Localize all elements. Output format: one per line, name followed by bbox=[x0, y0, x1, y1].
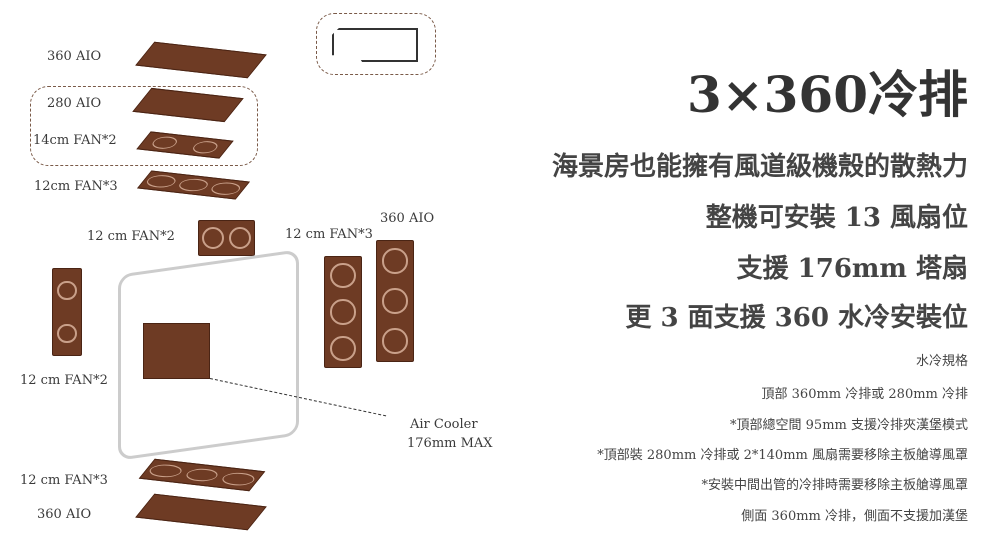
spec-title: 水冷規格 bbox=[915, 354, 968, 369]
label-12cm-fan-left: 12 cm FAN*2 bbox=[20, 373, 108, 388]
spec-line: 頂部 360mm 冷排或 280mm 冷排 bbox=[761, 387, 968, 402]
spec-line: *安裝中間出管的冷排時需要移除主板艙導風罩 bbox=[701, 478, 968, 493]
label-280-aio: 280 AIO bbox=[47, 96, 102, 111]
label-air-cooler-max: 176mm MAX bbox=[407, 436, 493, 451]
label-12cm-fan-side: 12 cm FAN*3 bbox=[285, 227, 373, 242]
air-cooler bbox=[143, 323, 210, 379]
callout-outline bbox=[316, 13, 436, 75]
feature-1: 海景房也能擁有風道級機殼的散熱力 bbox=[551, 152, 968, 182]
feature-4: 更 3 面支援 360 水冷安裝位 bbox=[625, 303, 968, 333]
label-360-aio-side: 360 AIO bbox=[380, 211, 435, 226]
spec-line: *頂部總空間 95mm 支援冷排夾漢堡模式 bbox=[730, 418, 968, 433]
fans-120-top bbox=[137, 170, 250, 200]
fans-120-bottom bbox=[138, 458, 266, 492]
label-12cm-fan-bottom: 12 cm FAN*3 bbox=[20, 473, 108, 488]
label-360-aio-top: 360 AIO bbox=[47, 49, 102, 64]
label-14cm-fan: 14cm FAN*2 bbox=[33, 133, 117, 148]
label-360-aio-bottom: 360 AIO bbox=[37, 507, 92, 522]
spec-line: 側面 360mm 冷排，側面不支援加漢堡 bbox=[741, 509, 968, 524]
label-12cm-fan-top: 12cm FAN*3 bbox=[34, 179, 118, 194]
radiator-360-side bbox=[376, 240, 414, 362]
label-air-cooler: Air Cooler bbox=[410, 417, 478, 432]
feature-2: 整機可安裝 13 風扇位 bbox=[705, 203, 968, 233]
radiator-360-top bbox=[135, 41, 267, 79]
top-group-outline bbox=[30, 86, 258, 166]
fans-120-front bbox=[198, 220, 255, 256]
headline: 3×360冷排 bbox=[686, 65, 968, 124]
feature-3: 支援 176mm 塔扇 bbox=[736, 254, 968, 284]
label-12cm-fan-front: 12 cm FAN*2 bbox=[87, 229, 175, 244]
fans-120-left bbox=[52, 268, 82, 356]
spec-line: *頂部裝 280mm 冷排或 2*140mm 風扇需要移除主板艙導風罩 bbox=[597, 448, 968, 463]
radiator-360-bottom bbox=[135, 493, 267, 531]
fans-120-side bbox=[324, 256, 362, 368]
